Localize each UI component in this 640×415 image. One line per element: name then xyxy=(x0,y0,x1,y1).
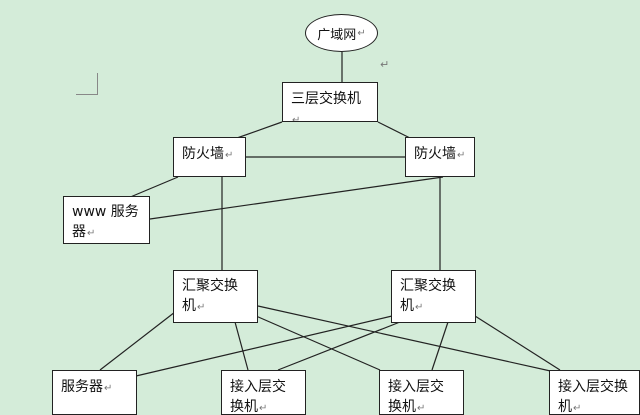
core-switch-node: 三层交换机 ↵ xyxy=(282,82,378,122)
paragraph-mark: ↵ xyxy=(104,383,113,394)
page-corner-mark xyxy=(76,73,98,95)
wan-label: 广域网 xyxy=(317,27,357,43)
edge-core-firewall-right xyxy=(377,121,411,139)
www-server-label: www 服务器 xyxy=(72,204,139,240)
agg-switch-right-node: 汇聚交换机↵ xyxy=(391,270,476,323)
agg-switch-right-label: 汇聚交换机 xyxy=(400,278,456,314)
paragraph-mark: ↵ xyxy=(87,228,96,239)
edge-core-firewall-left xyxy=(236,121,283,139)
agg-switch-left-node: 汇聚交换机↵ xyxy=(173,270,258,323)
server-label: 服务器 xyxy=(61,379,103,395)
paragraph-mark: ↵ xyxy=(415,302,424,313)
wan-node: 广域网↵ xyxy=(305,14,378,52)
access-switch-1-node: 接入层交换机↵ xyxy=(221,370,306,415)
paragraph-mark: ↵ xyxy=(197,302,206,313)
edge-agg-right-access1 xyxy=(277,321,401,371)
www-server-node: www 服务器↵ xyxy=(63,196,150,244)
paragraph-mark: ↵ xyxy=(225,150,234,161)
paragraph-mark: ↵ xyxy=(259,403,268,414)
paragraph-mark: ↵ xyxy=(573,403,582,414)
paragraph-mark: ↵ xyxy=(357,27,366,39)
access-switch-2-node: 接入层交换机↵ xyxy=(379,370,464,415)
firewall-left-node: 防火墙↵ xyxy=(173,137,246,177)
firewall-left-label: 防火墙 xyxy=(182,146,224,162)
edge-agg-left-access2 xyxy=(255,315,381,371)
edge-agg-right-server xyxy=(135,315,393,377)
access-switch-3-node: 接入层交换机↵ xyxy=(549,370,640,415)
edge-agg-left-access1 xyxy=(234,321,249,371)
edge-firewall-left-www xyxy=(127,176,179,199)
agg-switch-left-label: 汇聚交换机 xyxy=(182,278,238,314)
edge-agg-right-access2 xyxy=(431,321,449,371)
paragraph-mark: ↵ xyxy=(457,150,466,161)
access-switch-1-label: 接入层交换机 xyxy=(230,379,286,415)
paragraph-mark: ↵ xyxy=(417,403,426,414)
edge-firewall-right-www xyxy=(149,176,444,220)
edge-agg-left-access3 xyxy=(257,305,556,373)
access-switch-3-label: 接入层交换机 xyxy=(558,379,628,415)
server-node: 服务器↵ xyxy=(52,370,137,415)
access-switch-2-label: 接入层交换机 xyxy=(388,379,444,415)
edge-agg-right-access3 xyxy=(474,315,561,371)
firewall-right-label: 防火墙 xyxy=(414,146,456,162)
paragraph-mark: ↵ xyxy=(292,115,301,122)
stray-paragraph-mark: ↵ xyxy=(380,58,390,71)
edge-agg-left-server xyxy=(99,311,176,371)
firewall-right-node: 防火墙↵ xyxy=(405,137,475,177)
core-switch-label: 三层交换机 xyxy=(291,91,361,107)
